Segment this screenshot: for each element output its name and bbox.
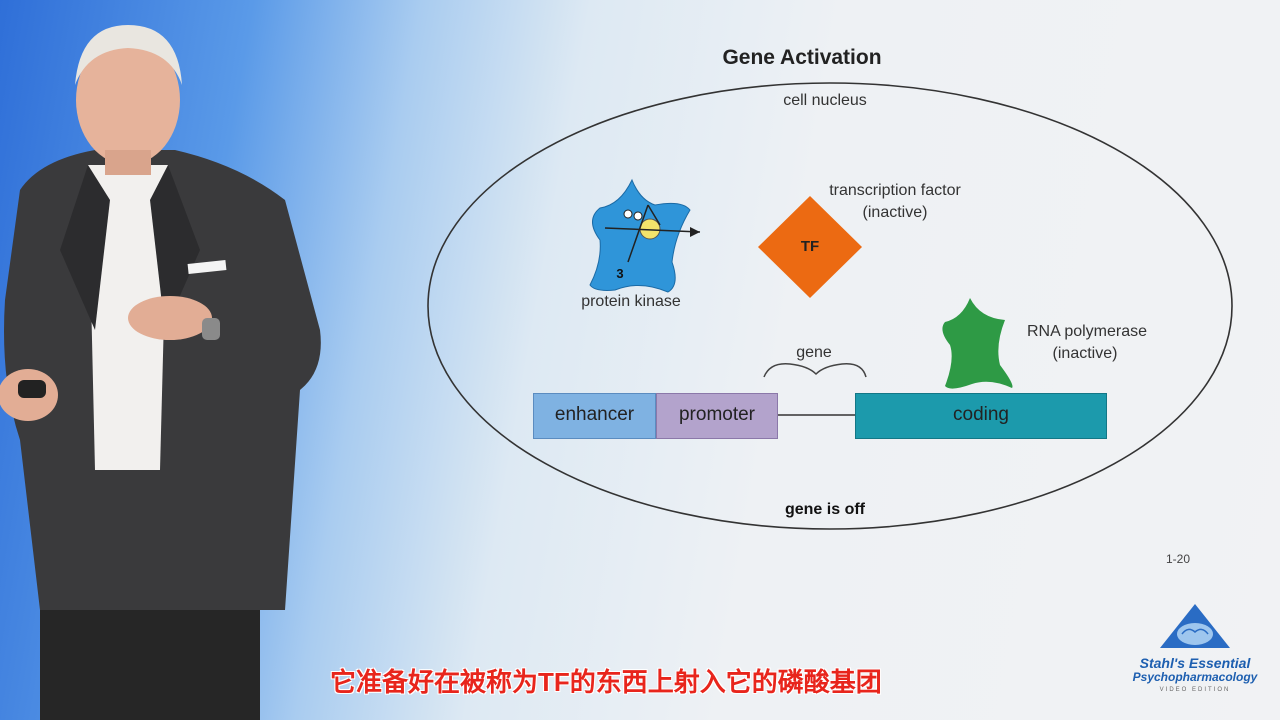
cell-nucleus-ellipse xyxy=(427,82,1233,530)
protein-kinase-label: protein kinase xyxy=(581,293,681,310)
rna-polymerase-label: RNA polymerase xyxy=(1026,323,1148,340)
logo-line-1: Stahl's Essential xyxy=(1139,655,1251,671)
coding-region: coding xyxy=(855,393,1107,439)
brain-logo-icon xyxy=(1160,604,1230,648)
tf-label: TF xyxy=(800,238,820,255)
rna-polymerase-state-label: (inactive) xyxy=(1052,345,1118,362)
gene-status-label: gene is off xyxy=(784,501,865,518)
enhancer-region: enhancer xyxy=(533,393,656,439)
slide-page-number: 1-20 xyxy=(1166,552,1191,566)
gene-label: gene xyxy=(796,344,832,361)
stahls-logo: Stahl's Essential Psychopharmacology VID… xyxy=(1130,600,1260,700)
logo-line-2: Psychopharmacology xyxy=(1132,670,1258,684)
transcription-factor-state-label: (inactive) xyxy=(862,204,928,221)
rna-polymerase-shape xyxy=(942,298,1013,389)
promoter-region: promoter xyxy=(656,393,778,439)
video-subtitle: 它准备好在被称为TF的东西上射入它的磷酸基团 xyxy=(330,667,882,697)
presenter-video xyxy=(0,25,321,720)
transcription-factor-diamond xyxy=(758,196,862,298)
transcription-factor-label: transcription factor xyxy=(829,182,961,199)
kinase-number-label: 3 xyxy=(616,266,624,281)
gene-brace xyxy=(763,363,867,378)
cell-nucleus-label: cell nucleus xyxy=(783,92,867,109)
logo-line-3: VIDEO EDITION xyxy=(1159,687,1231,693)
protein-kinase-shape xyxy=(589,178,701,293)
slide-title: Gene Activation xyxy=(722,46,882,69)
